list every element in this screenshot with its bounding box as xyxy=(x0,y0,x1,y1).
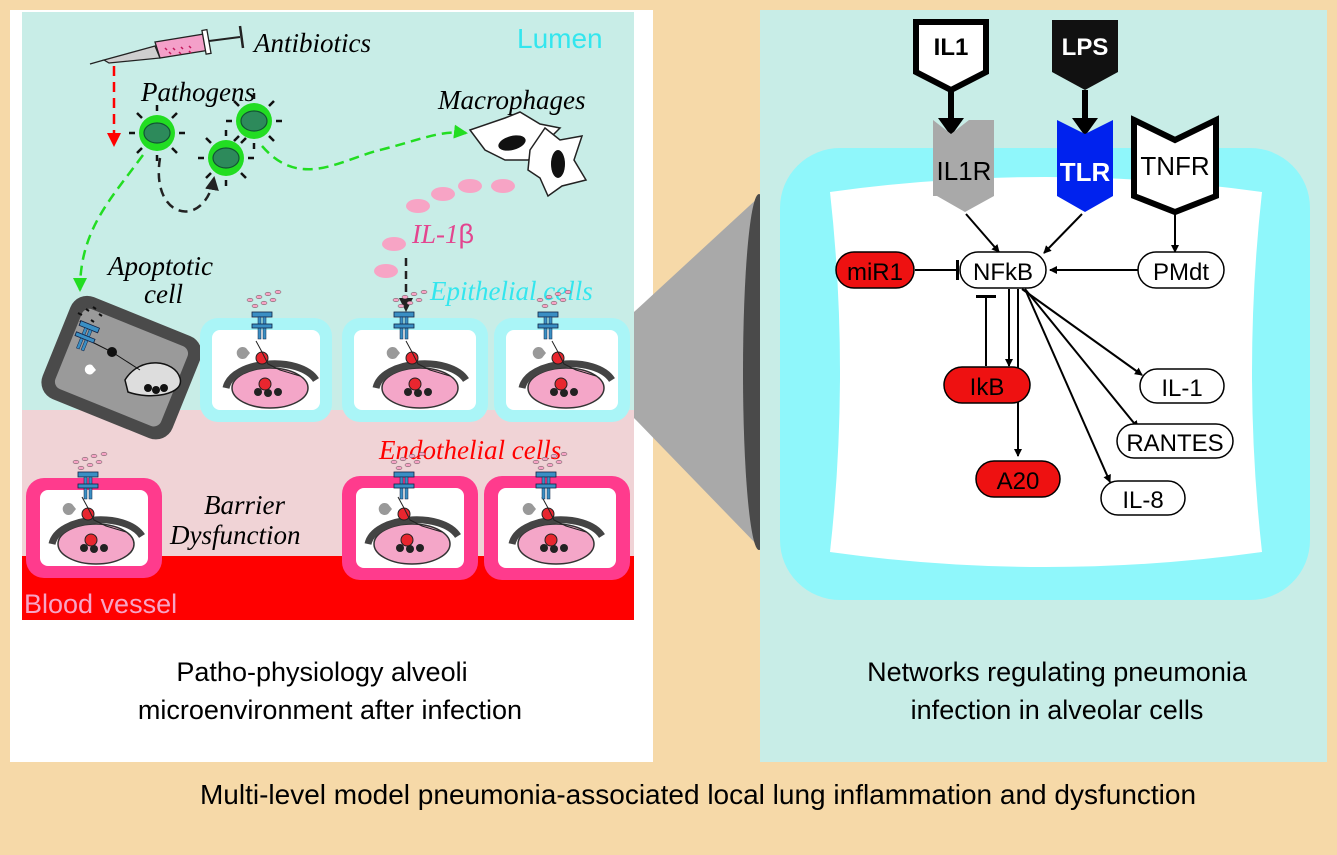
endothelial-cell-2 xyxy=(342,451,478,580)
il1r-receptor: IL1R xyxy=(933,120,994,212)
right-panel: IL1 LPS IL1R TLR TNFR xyxy=(760,10,1327,762)
lumen-label: Lumen xyxy=(517,23,603,54)
node-ikb: IkB xyxy=(943,366,1031,404)
node-il1-output: IL-1 xyxy=(1139,368,1225,404)
pathogen-to-macrophage-arrow xyxy=(261,124,468,171)
svg-text:TNFR: TNFR xyxy=(1140,151,1209,181)
node-a20: A20 xyxy=(975,460,1061,498)
svg-text:TLR: TLR xyxy=(1060,157,1111,187)
apoptotic-label-line2: cell xyxy=(144,279,183,309)
svg-text:LPS: LPS xyxy=(1062,34,1109,61)
node-mir1: miR1 xyxy=(835,251,915,289)
left-caption-line2: microenvironment after infection xyxy=(138,695,522,725)
epithelial-cell-3 xyxy=(494,289,630,422)
right-caption-line1: Networks regulating pneumonia xyxy=(867,657,1248,687)
macrophages-label: Macrophages xyxy=(437,85,585,115)
svg-text:IL1R: IL1R xyxy=(937,156,992,186)
epithelial-cell-2 xyxy=(342,289,488,422)
barrier-label-line1: Barrier xyxy=(204,490,285,520)
barrier-label-line2: Dysfunction xyxy=(169,520,300,550)
lps-input-icon: LPS xyxy=(1052,20,1118,90)
zoom-cone xyxy=(634,194,775,550)
pathogen-to-apoptotic-arrow xyxy=(73,154,145,292)
endothelial-cell-1 xyxy=(26,451,162,578)
svg-text:IL-1: IL-1 xyxy=(1161,375,1202,402)
macrophage-icon xyxy=(468,111,588,198)
node-rantes: RANTES xyxy=(1116,423,1234,459)
svg-text:IL-8: IL-8 xyxy=(1122,487,1163,514)
il1b-cytokine-dots xyxy=(374,179,515,278)
epithelial-cell-1 xyxy=(200,289,332,422)
replication-loop-arrow xyxy=(157,157,219,213)
footer-title: Multi-level model pneumonia-associated l… xyxy=(200,779,1196,810)
svg-text:IkB: IkB xyxy=(970,374,1005,401)
blood-vessel-label: Blood vessel xyxy=(24,589,177,619)
svg-text:PMdt: PMdt xyxy=(1153,259,1209,286)
endothelial-label: Endothelial cells xyxy=(378,435,561,465)
apoptotic-label-line1: Apoptotic xyxy=(106,251,213,281)
syringe-icon xyxy=(89,25,245,65)
il1-input-icon: IL1 xyxy=(913,19,989,94)
left-panel: Antibiotics Lumen Pathogens Macrophages xyxy=(10,10,653,762)
svg-text:miR1: miR1 xyxy=(847,259,903,286)
pathogens-label: Pathogens xyxy=(140,77,255,107)
left-caption-line1: Patho-physiology alveoli xyxy=(176,657,467,687)
network-edges xyxy=(915,213,1179,483)
antibiotics-label: Antibiotics xyxy=(252,28,371,58)
tlr-receptor: TLR xyxy=(1057,120,1113,212)
svg-text:A20: A20 xyxy=(997,468,1040,495)
svg-text:NFkB: NFkB xyxy=(973,259,1033,286)
node-il8: IL-8 xyxy=(1100,480,1186,516)
right-caption-line2: infection in alveolar cells xyxy=(911,695,1204,725)
svg-text:RANTES: RANTES xyxy=(1126,430,1223,457)
svg-text:IL1: IL1 xyxy=(934,34,969,61)
tnfr-receptor: TNFR xyxy=(1131,115,1219,216)
il1b-label: IL-1β xyxy=(411,219,474,249)
node-pmdt: PMdt xyxy=(1137,251,1225,289)
endothelial-cell-3 xyxy=(484,451,630,580)
node-nfkb: NFkB xyxy=(959,251,1047,289)
apoptotic-cell xyxy=(41,295,202,440)
